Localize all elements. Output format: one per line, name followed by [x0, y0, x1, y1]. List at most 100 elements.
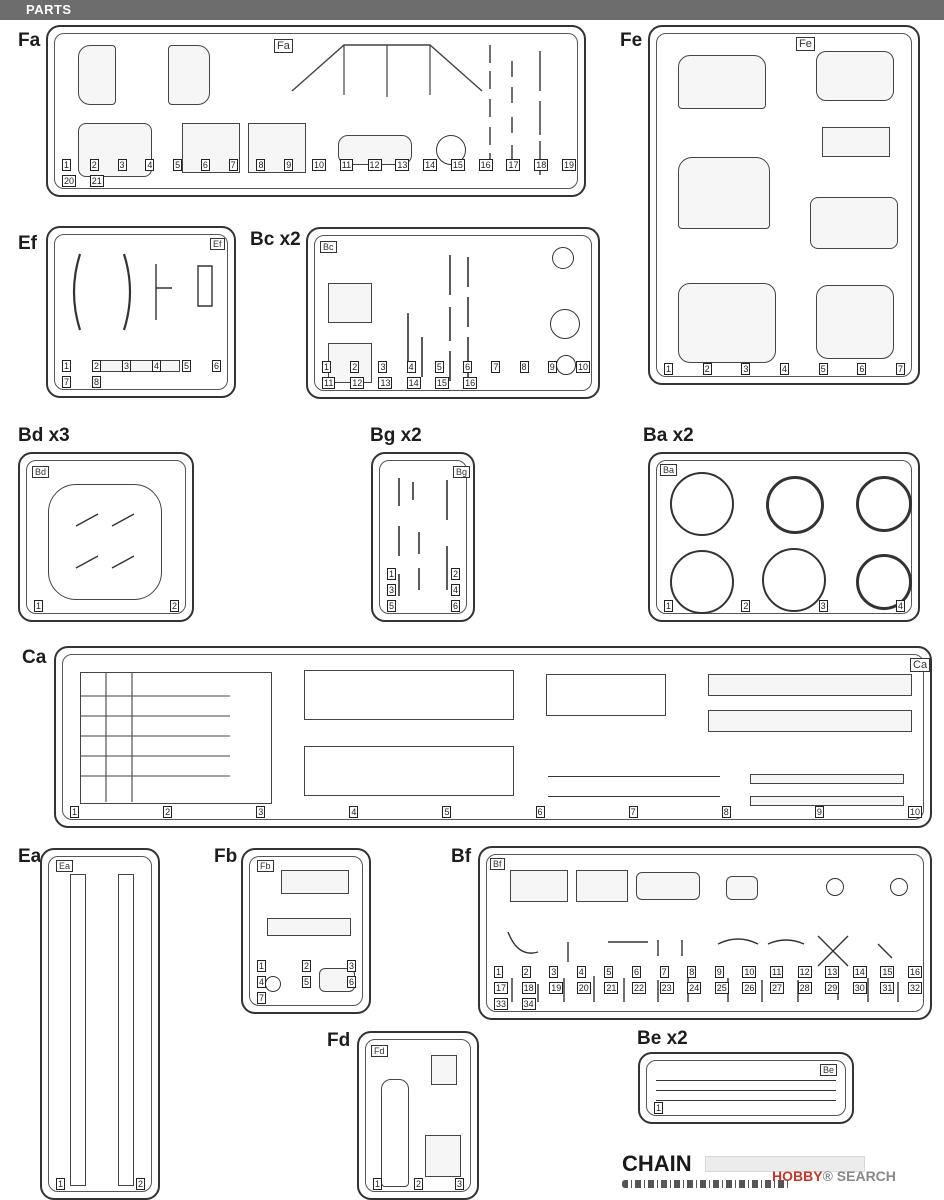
part-engine-block: [510, 870, 568, 902]
part-beam: [708, 710, 912, 732]
part-number-bf: 3: [549, 966, 559, 978]
part-number-fb: 4: [257, 976, 267, 988]
part-number-fe: 5: [818, 363, 828, 375]
part-number-fe: 2: [702, 363, 712, 375]
part-number-bf: 15: [880, 966, 895, 978]
part-tire: [670, 550, 734, 614]
part-number-bc: 8: [519, 361, 529, 373]
part-beam: [708, 674, 912, 696]
part-number-fa: 9: [284, 159, 294, 171]
sprue-code-fb: Fb: [257, 860, 274, 872]
sprue-code-fa: Fa: [274, 39, 293, 53]
part-number-ef: 7: [62, 376, 72, 388]
part-number-bf: 8: [687, 966, 697, 978]
sprue-code-fd: Fd: [371, 1045, 388, 1057]
part-number-bf: 5: [604, 966, 614, 978]
part-panel: [816, 51, 894, 101]
part-number-fa: 20: [62, 175, 77, 187]
part-number-bc: 6: [463, 361, 473, 373]
parts-title: PARTS: [26, 2, 72, 17]
part-number-ea: 1: [56, 1178, 66, 1190]
sprue-frame: [379, 460, 467, 614]
part-number-fe: 1: [664, 363, 674, 375]
part-gear: [890, 878, 908, 896]
part-number-fa: 3: [117, 159, 127, 171]
part-door: [78, 45, 116, 105]
sprue-code-bc: Bc: [320, 241, 337, 253]
sprue-bg: Bg: [371, 452, 475, 622]
part-strip: [750, 796, 904, 806]
sprue-label-fe: Fe: [620, 30, 643, 51]
part-number-ca: 10: [908, 806, 923, 818]
part-number-ca: 9: [814, 806, 824, 818]
part-number-bf: 28: [797, 982, 812, 994]
part-door: [168, 45, 210, 105]
sprue-frame: [486, 854, 924, 1012]
part-number-ea: 2: [136, 1178, 146, 1190]
part-cab: [678, 157, 770, 229]
part-number-bf: 22: [632, 982, 647, 994]
part-number-bf: 10: [742, 966, 757, 978]
sprue-frame: [656, 460, 912, 614]
part-strip: [656, 1080, 836, 1081]
sprue-code-be: Be: [820, 1064, 838, 1076]
sprue-code-fe: Fe: [796, 37, 815, 51]
part-number-ca: 7: [628, 806, 638, 818]
sprue-label-bc: Bc x2: [250, 229, 301, 250]
part-number-bf: 1: [494, 966, 504, 978]
part-window: [431, 1055, 457, 1085]
part-number-bg: 2: [451, 568, 461, 580]
part-number-fa: 14: [423, 159, 438, 171]
part-number-bf: 19: [549, 982, 564, 994]
sprue-label-bd: Bd x3: [18, 425, 70, 446]
part-chain: [622, 1180, 790, 1188]
part-number-bc: 2: [350, 361, 360, 373]
part-number-bf: 34: [521, 998, 536, 1010]
part-number-ca: 1: [70, 806, 80, 818]
part-number-bc: 4: [406, 361, 416, 373]
part-chassis-rail: [70, 874, 86, 1186]
sprue-code-bg: Bg: [453, 466, 471, 478]
part-panel: [816, 285, 894, 359]
watermark-suffix: SEARCH: [836, 1168, 896, 1184]
part-oil-pan: [636, 872, 700, 900]
part-number-bf: 25: [714, 982, 729, 994]
part-number-fb: 5: [302, 976, 312, 988]
part-number-bf: 18: [521, 982, 536, 994]
watermark-brand: HOBBY: [772, 1168, 823, 1184]
part-number-ba: 4: [896, 600, 906, 612]
part-strip: [750, 774, 904, 784]
part-gear: [552, 247, 574, 269]
part-number-bf: 31: [880, 982, 895, 994]
part-number-fe: 4: [780, 363, 790, 375]
part-number-bg: 1: [387, 568, 397, 580]
part-panel: [281, 870, 349, 894]
part-number-bf: 27: [770, 982, 785, 994]
part-number-fa: 1: [62, 159, 72, 171]
sprue-label-ba: Ba x2: [643, 425, 694, 446]
part-number-be: 1: [654, 1102, 664, 1114]
part-number-bg: 4: [451, 584, 461, 596]
part-number-ef: 2: [92, 360, 102, 372]
part-number-fd: 2: [414, 1178, 424, 1190]
part-number-bg: 5: [387, 600, 397, 612]
part-truck-bed: [80, 672, 272, 804]
part-levers: [407, 255, 469, 381]
part-number-fa: 15: [450, 159, 465, 171]
sprue-ca: Ca: [54, 646, 932, 828]
part-number-bc: 9: [547, 361, 557, 373]
sprue-frame: [48, 856, 152, 1192]
part-window: [381, 1079, 409, 1187]
part-number-fd: 3: [455, 1178, 465, 1190]
part-number-fa: 12: [367, 159, 382, 171]
part-hub: [550, 309, 580, 339]
part-number-bc: 5: [434, 361, 444, 373]
sprue-fe: Fe: [648, 25, 920, 385]
part-number-ca: 4: [349, 806, 359, 818]
part-instrument-panel: [267, 918, 351, 936]
part-seat-springs: [75, 513, 135, 569]
part-number-ca: 5: [442, 806, 452, 818]
sprue-frame: [249, 856, 363, 1006]
part-number-bg: 6: [451, 600, 461, 612]
part-number-bf: 14: [852, 966, 867, 978]
